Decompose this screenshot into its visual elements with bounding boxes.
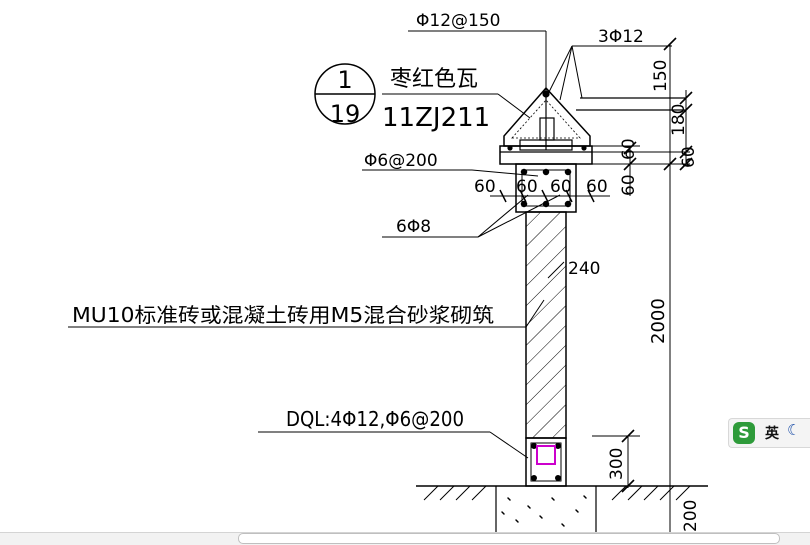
dim-240: 240 <box>568 259 600 279</box>
dim-60-d: 60 <box>586 177 608 197</box>
cap-bars-label: 3Φ12 <box>598 27 644 47</box>
sogou-logo-icon[interactable]: S <box>733 422 755 444</box>
top-rebar-label: Φ12@150 <box>416 11 500 31</box>
wall-note: MU10标准砖或混凝土砖用M5混合砂浆砌筑 <box>72 303 494 327</box>
column-bars-label: 6Φ8 <box>396 217 431 237</box>
ime-toolbar[interactable]: S 英 ☾ <box>728 418 810 448</box>
beam-note: DQL:4Φ12,Φ6@200 <box>286 407 464 431</box>
dim-150: 150 <box>651 60 671 92</box>
detail-symbol <box>314 63 376 125</box>
detail-sheet: 19 <box>330 100 361 128</box>
dim-60-f: 60 <box>619 174 639 196</box>
dim-60-b: 60 <box>516 177 538 197</box>
moon-icon[interactable]: ☾ <box>787 421 801 439</box>
ime-language-toggle[interactable]: 英 <box>765 426 779 442</box>
selection-marker <box>536 445 556 465</box>
detail-number: 1 <box>337 66 352 94</box>
dim-200: 200 <box>681 500 701 532</box>
dim-60-g: 60 <box>679 146 699 168</box>
wall-cap <box>499 86 686 165</box>
dim-2000: 2000 <box>648 298 669 344</box>
leader-lines <box>68 30 672 459</box>
dim-60-c: 60 <box>550 177 572 197</box>
dim-300: 300 <box>607 448 627 480</box>
dim-60-a: 60 <box>474 177 496 197</box>
dim-180: 180 <box>669 104 689 136</box>
brick-wall <box>525 211 567 439</box>
dimension-lines <box>592 37 693 532</box>
cap-stirrup-label: Φ6@200 <box>364 151 438 171</box>
dim-60-e: 60 <box>619 138 639 160</box>
tile-ref: 11ZJ211 <box>382 103 490 133</box>
tile-name: 枣红色瓦 <box>390 67 478 92</box>
scrollbar-thumb[interactable] <box>238 533 780 544</box>
ground <box>416 485 708 532</box>
labels: 1 19 枣红色瓦 11ZJ211 Φ12@150 3Φ12 Φ6@200 6Φ… <box>72 11 701 532</box>
